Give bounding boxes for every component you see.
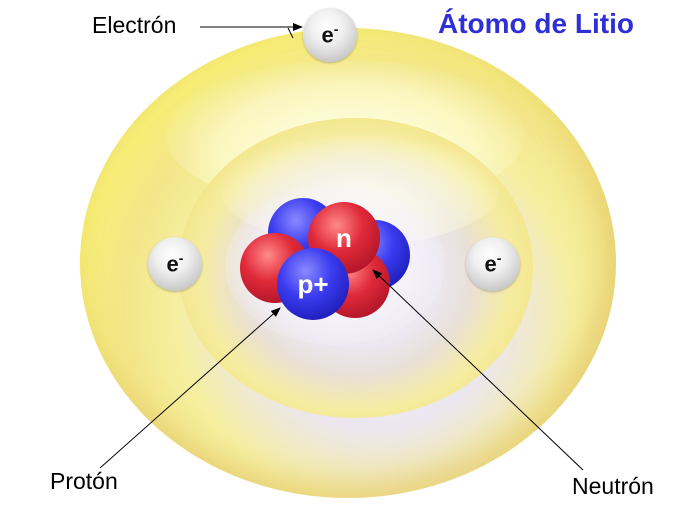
neutron-pointer [372, 269, 584, 471]
neutron-label: Neutrón [572, 473, 654, 499]
proton-symbol: p+ [297, 268, 329, 299]
electron-symbol: e [484, 251, 497, 277]
proton-pointer [99, 307, 281, 469]
electron-left: e- [148, 237, 202, 291]
proton-label: Protón [50, 468, 118, 494]
electron-right: e- [466, 237, 520, 291]
electron-symbol: e [321, 22, 334, 48]
proton-labeled: p+ [277, 248, 349, 320]
neutron-labeled: n [308, 202, 380, 274]
electron-charge: - [178, 250, 184, 267]
electron-symbol: e [166, 251, 179, 277]
electron-charge: - [496, 250, 502, 267]
electron-label: Electrón [92, 12, 177, 38]
electron-top: e- [303, 8, 357, 62]
diagram-title: Átomo de Litio [438, 8, 634, 39]
neutron-symbol: n [336, 222, 352, 253]
electron-charge: - [333, 21, 339, 38]
